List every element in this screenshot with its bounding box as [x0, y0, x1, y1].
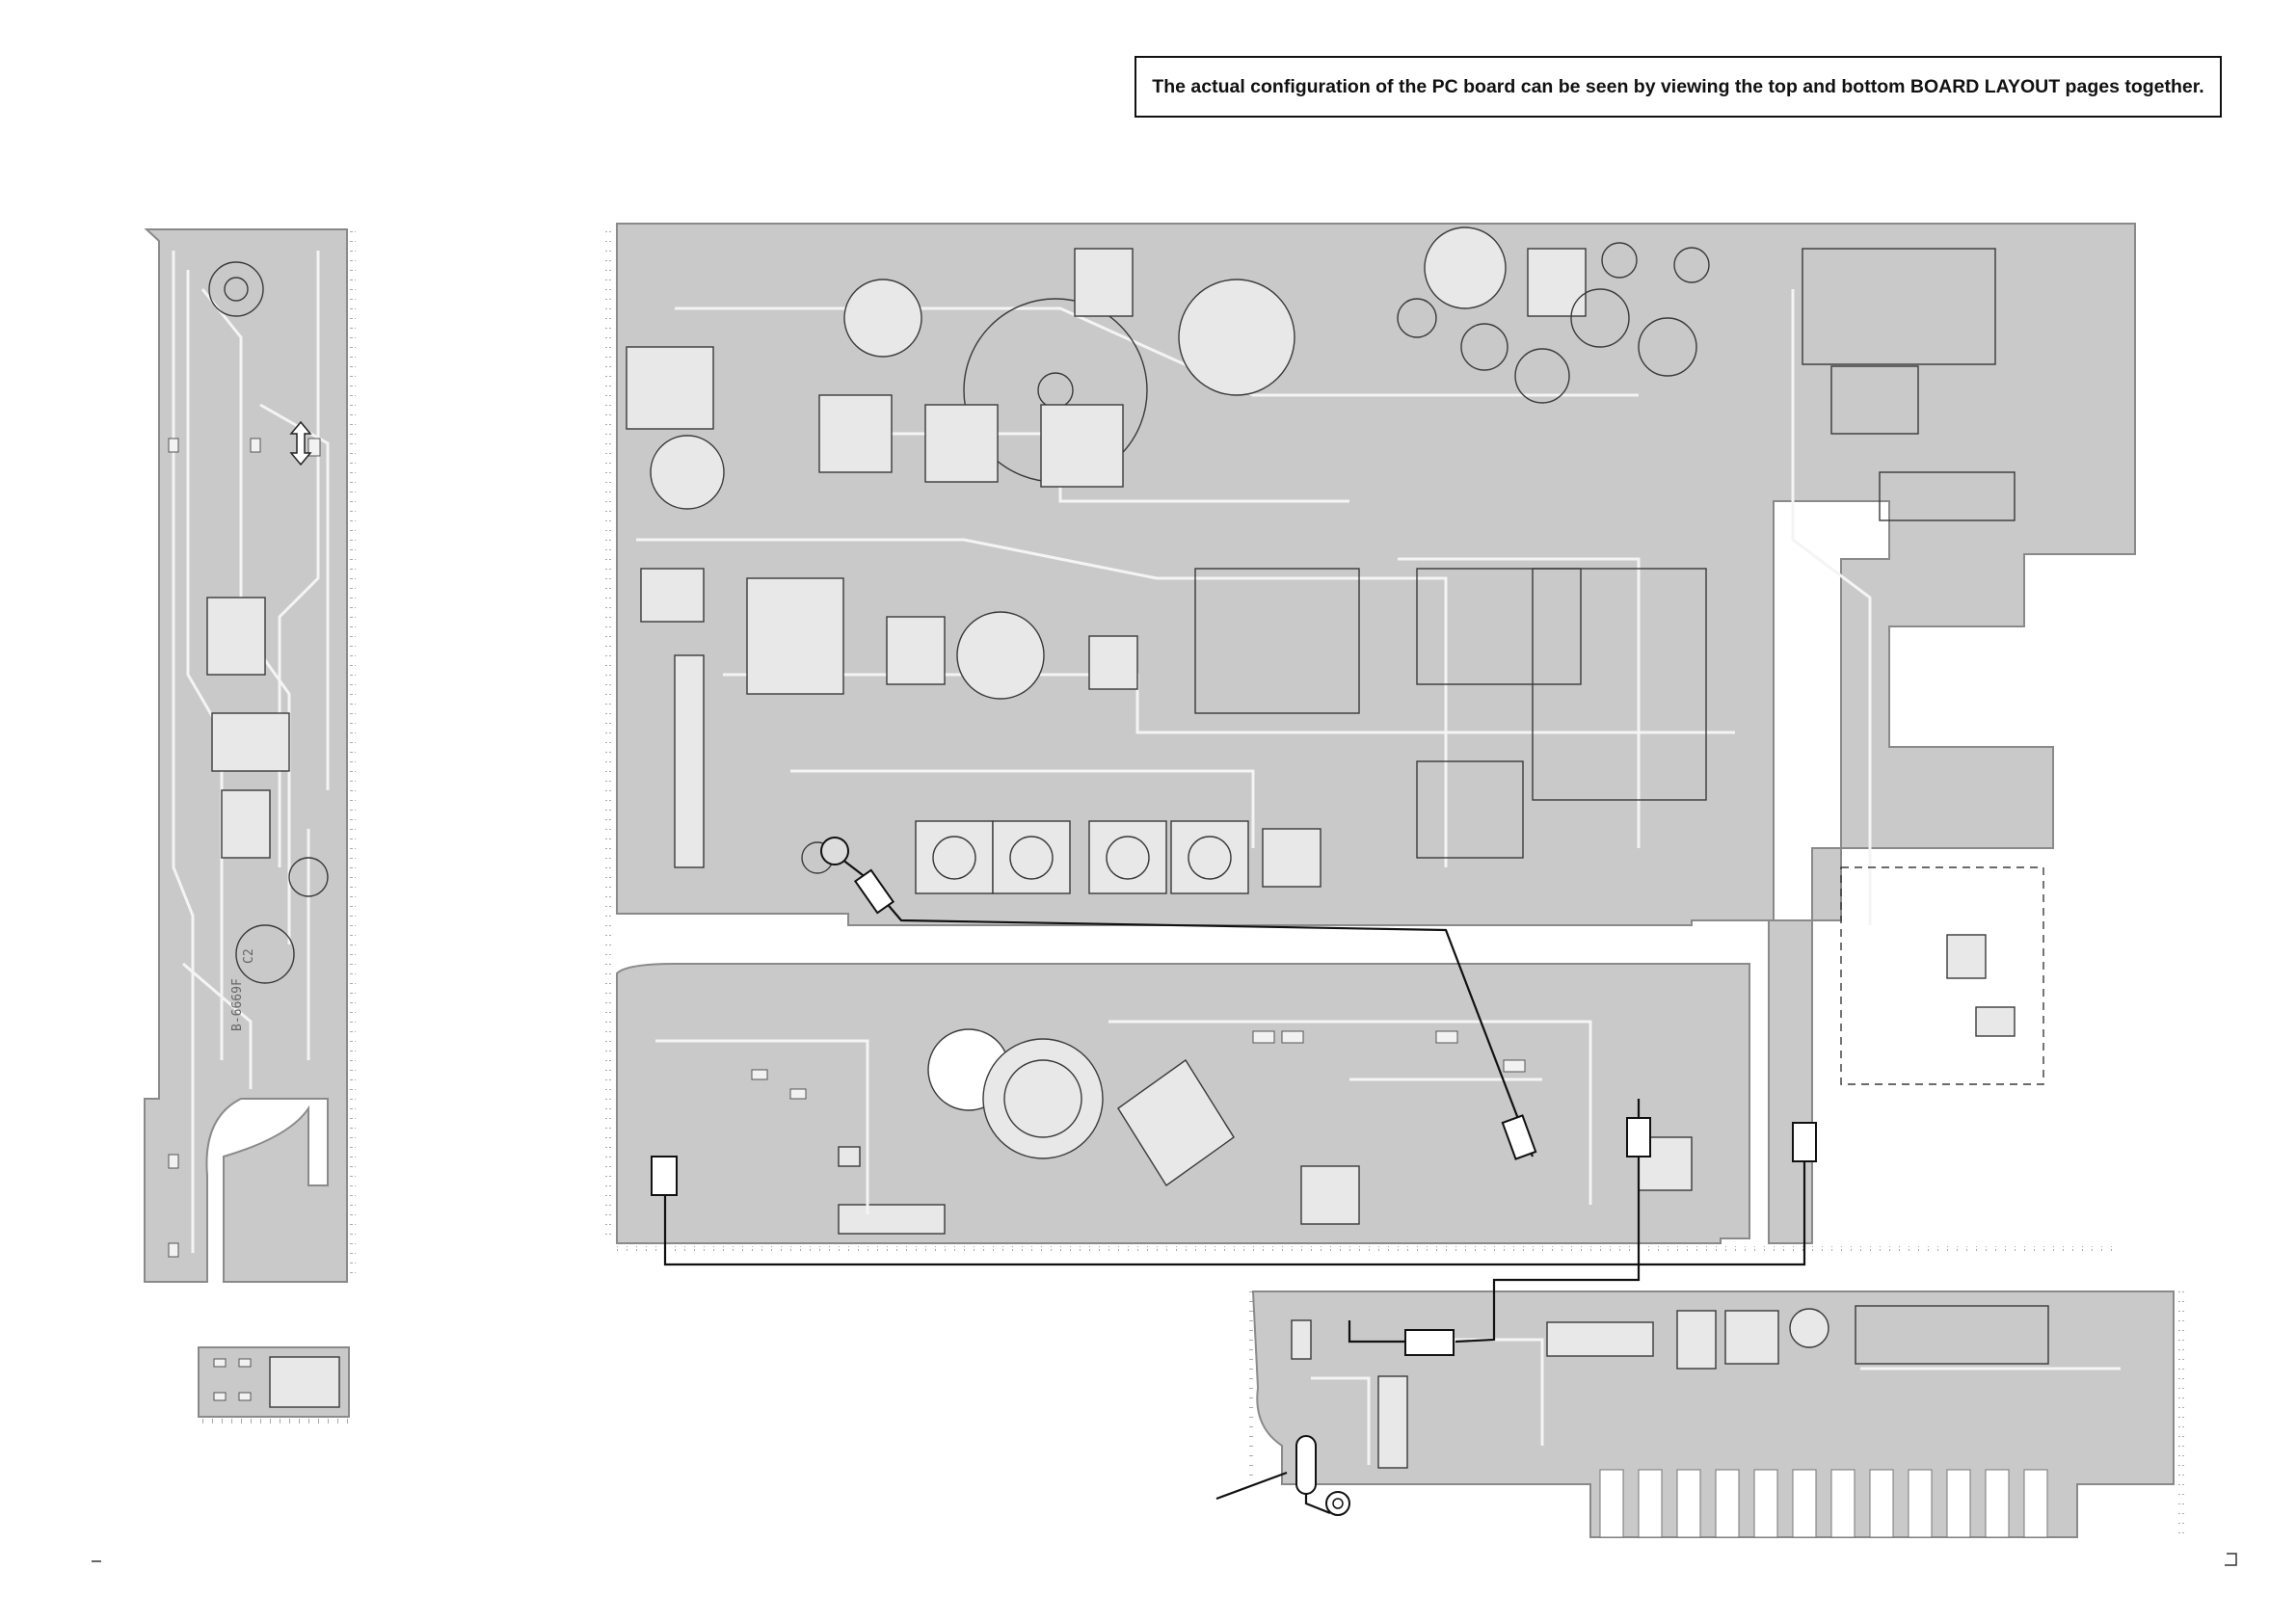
crop-mark-right — [2225, 1554, 2236, 1565]
small-left-board — [199, 1347, 349, 1423]
main-lower-board — [617, 964, 2121, 1251]
bottom-right-board — [1248, 1291, 2184, 1537]
board-code-label: B-6669F — [230, 978, 245, 1031]
corner-label: C2 — [242, 948, 256, 964]
left-board-ruler — [350, 229, 356, 1282]
main-board-ruler — [605, 224, 611, 1243]
left-narrow-board: B-6669F C2 — [145, 229, 356, 1282]
